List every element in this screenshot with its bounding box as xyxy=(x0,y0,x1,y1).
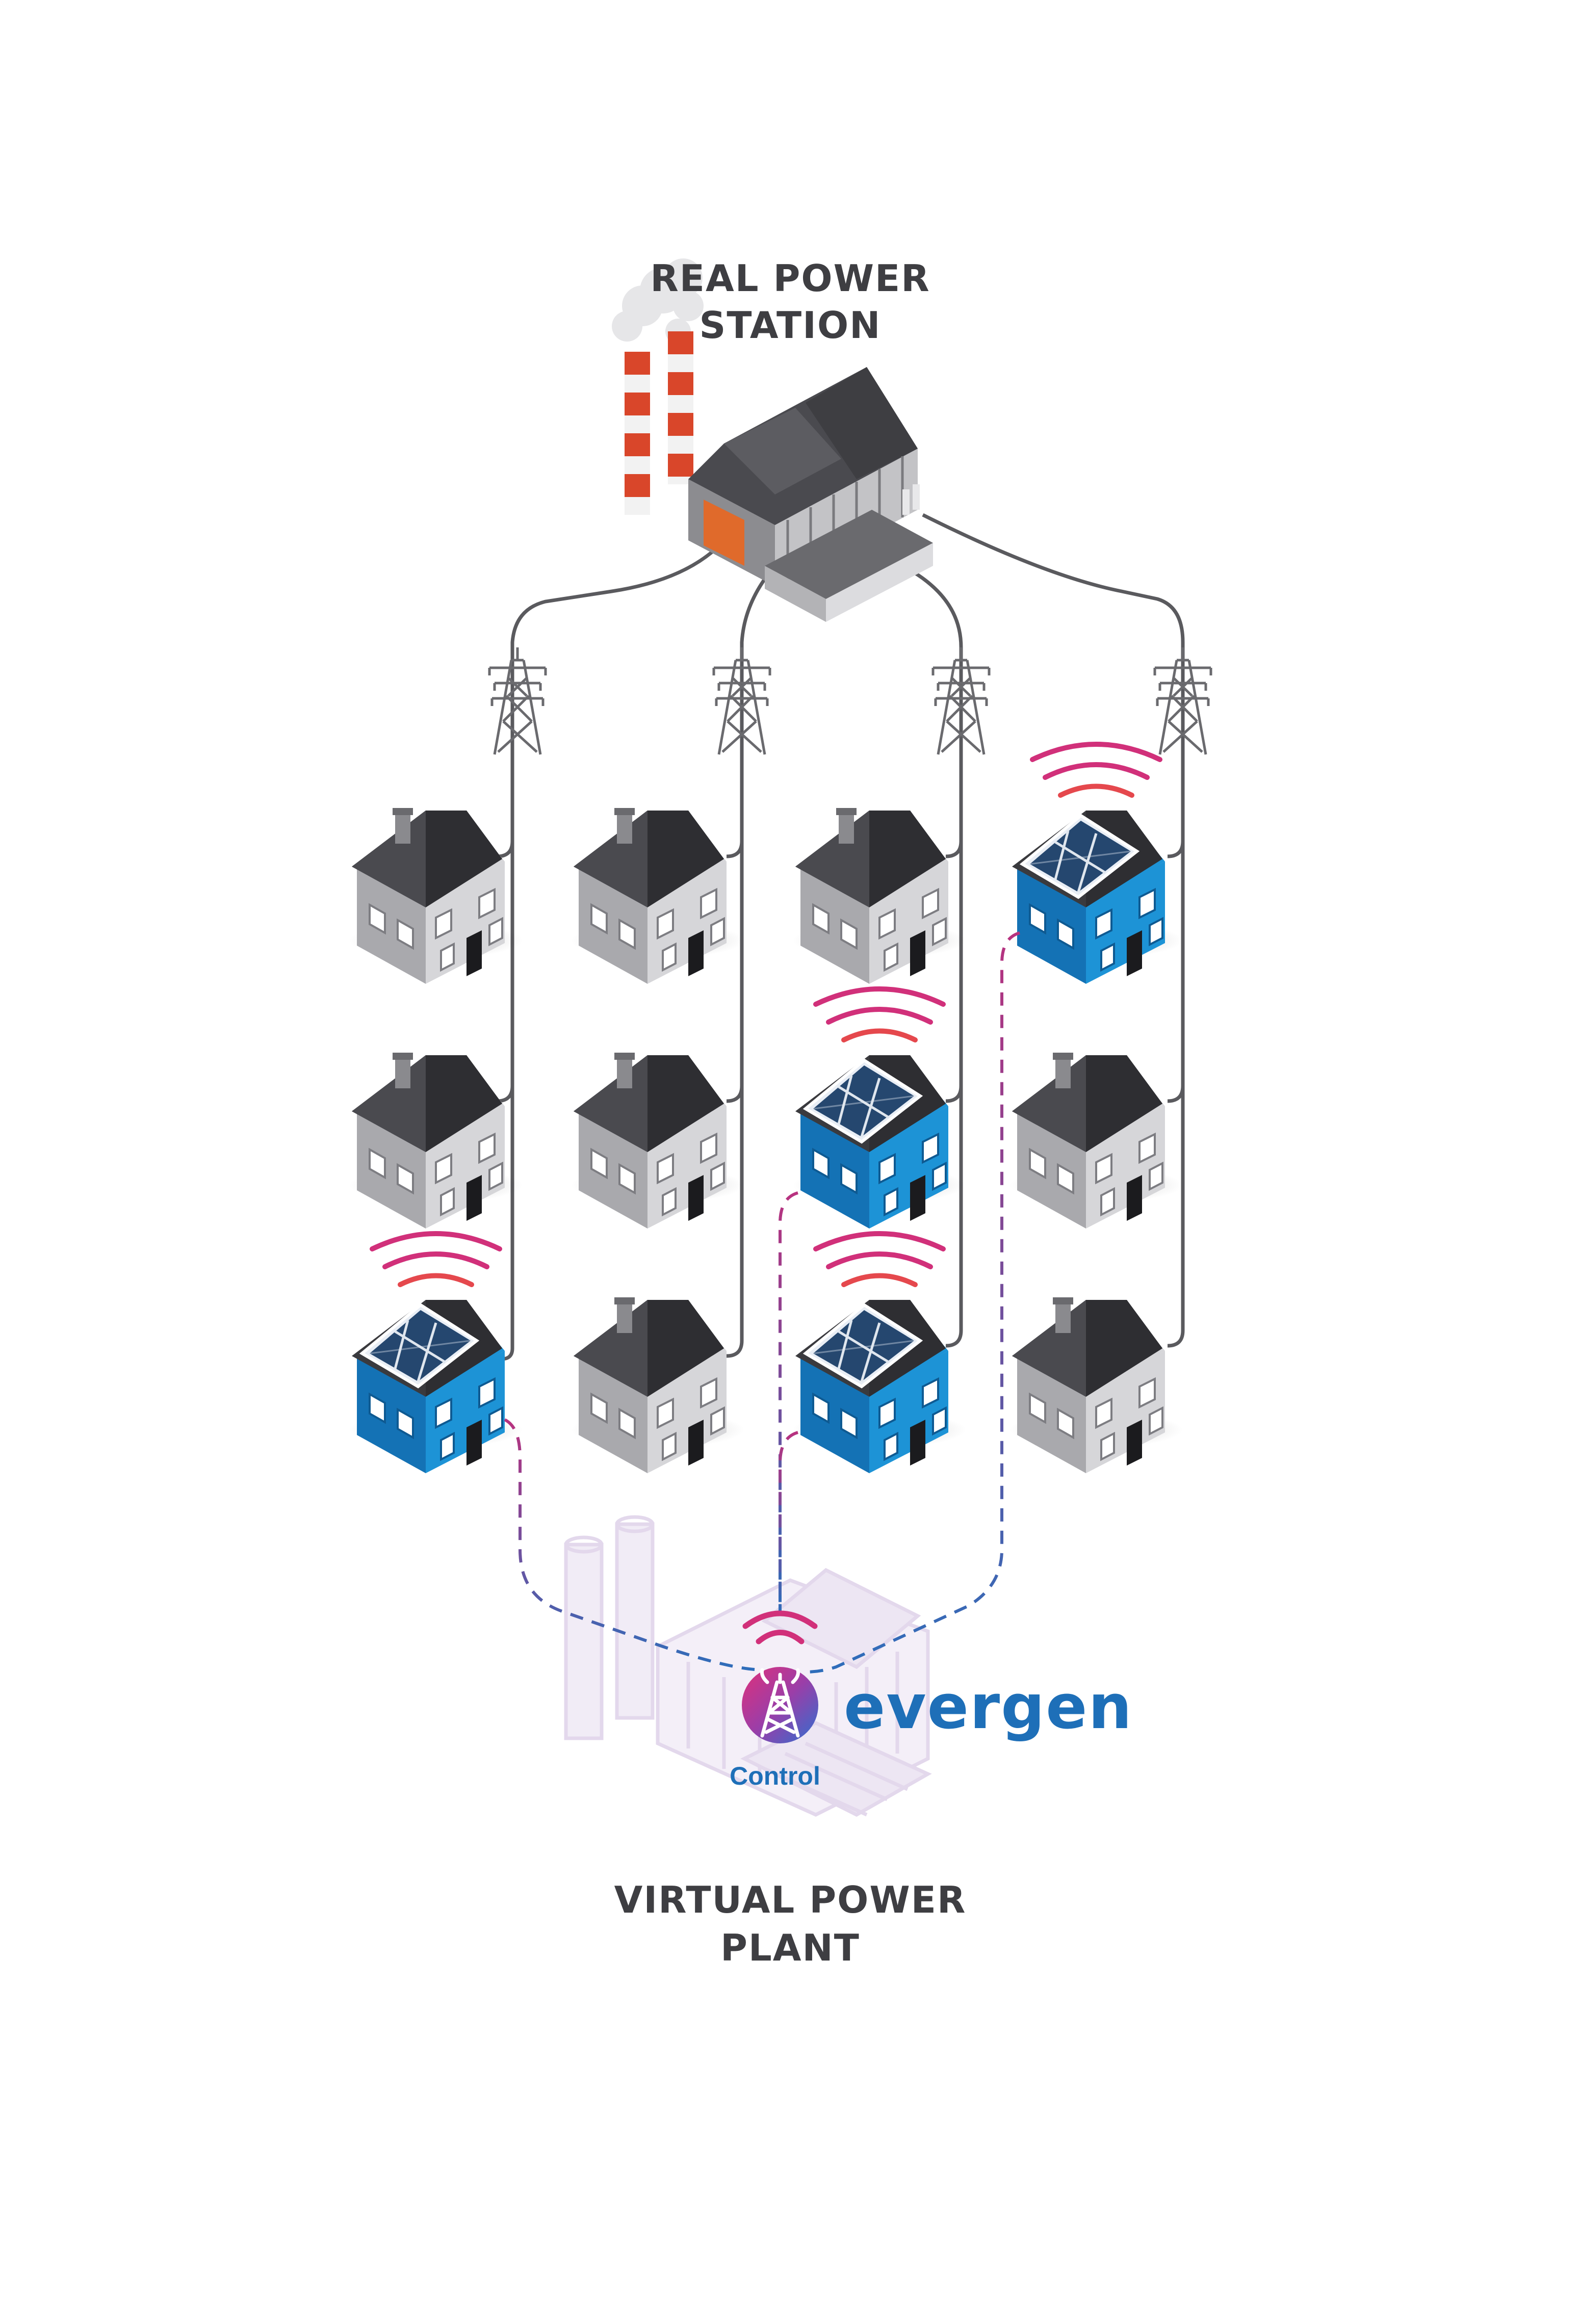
control-tower-icon xyxy=(742,1610,818,1743)
virtual-title-line1: VIRTUAL POWER xyxy=(614,1878,967,1921)
real-title-line1: REAL POWER xyxy=(650,257,930,300)
real-power-station-title: REAL POWER STATION xyxy=(535,255,1045,349)
house-icon xyxy=(792,807,967,985)
virtual-power-plant-title: VIRTUAL POWER PLANT xyxy=(484,1876,1096,1972)
control-label: Control xyxy=(730,1762,820,1790)
power-station-icon xyxy=(612,258,933,622)
vpp-links xyxy=(504,931,1020,1674)
virtual-title-line2: PLANT xyxy=(720,1926,860,1969)
houses xyxy=(349,744,1183,1473)
house-icon xyxy=(348,1052,524,1230)
solar-house-icon xyxy=(793,1234,966,1473)
solar-house-icon xyxy=(1009,744,1183,984)
house-icon xyxy=(348,807,524,985)
solar-house-icon xyxy=(793,989,966,1229)
solar-house-icon xyxy=(349,1234,523,1473)
real-title-line2: STATION xyxy=(699,304,882,347)
house-icon xyxy=(570,1296,745,1474)
house-icon xyxy=(1008,1296,1184,1474)
house-icon xyxy=(570,807,745,985)
brand-logo: evergen xyxy=(844,1672,1133,1743)
grid-lines xyxy=(497,513,1185,1361)
house-icon xyxy=(1008,1052,1184,1230)
pylon-icon xyxy=(489,647,1211,754)
house-icon xyxy=(570,1052,745,1230)
